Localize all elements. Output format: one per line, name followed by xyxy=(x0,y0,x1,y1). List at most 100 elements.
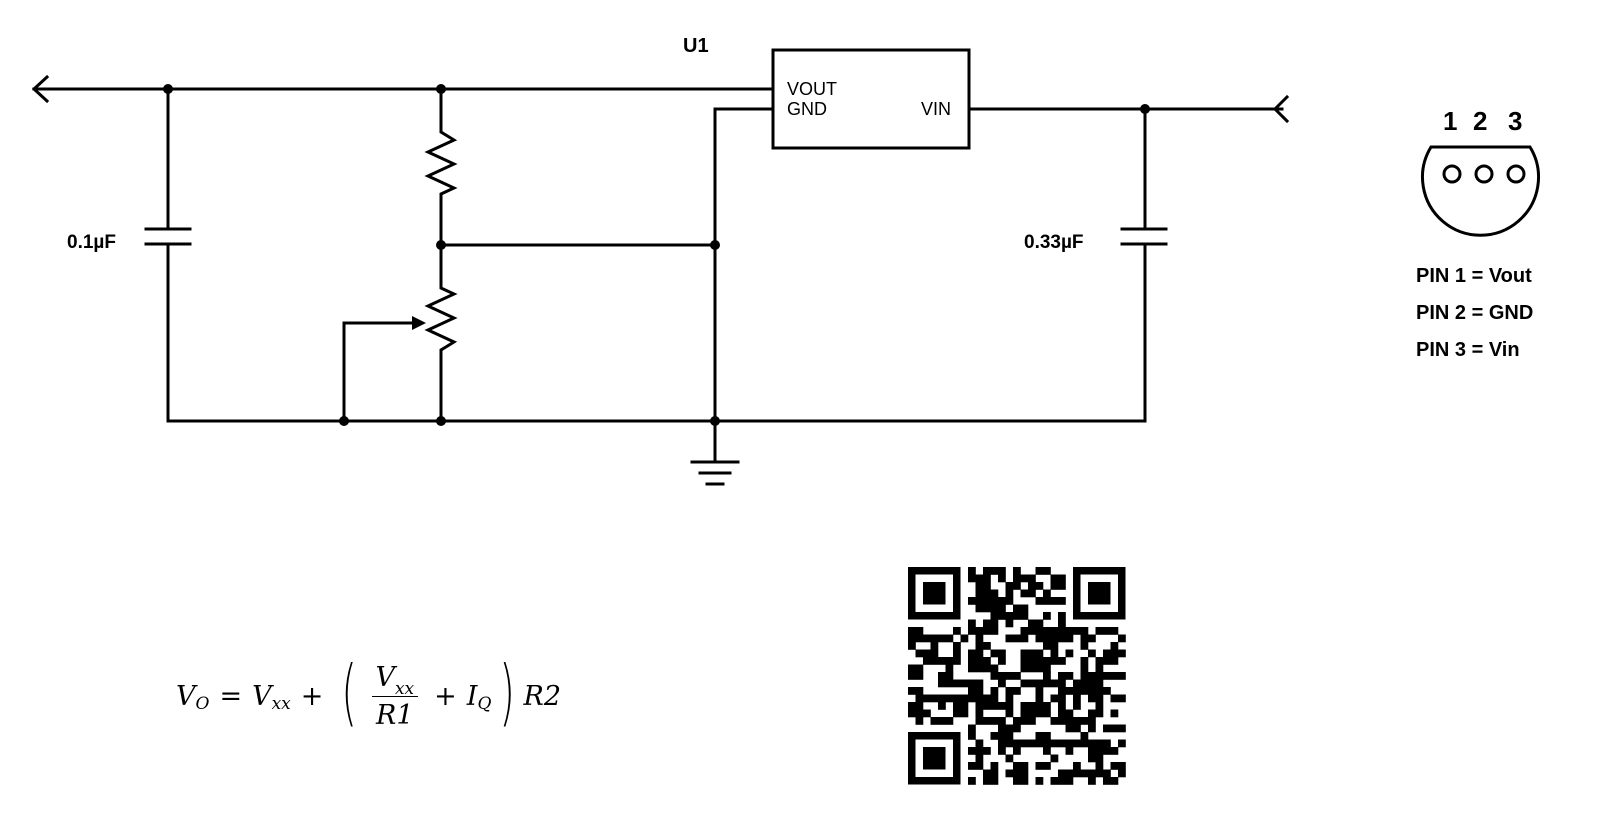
qr-module xyxy=(998,732,1006,740)
qr-module xyxy=(990,717,999,725)
qr-module xyxy=(975,657,984,665)
qr-module xyxy=(1080,672,1089,680)
qr-module xyxy=(1073,769,1081,778)
qr-module xyxy=(1065,747,1074,755)
qr-module xyxy=(998,567,1006,575)
qr-module xyxy=(1028,664,1036,673)
qr-module xyxy=(945,694,954,703)
qr-module xyxy=(1013,769,1021,778)
qr-module xyxy=(1095,627,1104,635)
qr-module xyxy=(1103,687,1111,695)
qr-module xyxy=(990,649,999,658)
qr-module xyxy=(1035,732,1044,740)
qr-module xyxy=(953,657,961,665)
qr-module xyxy=(1080,717,1089,725)
formula-lhs: V xyxy=(176,680,196,712)
qr-module xyxy=(983,619,991,628)
package-pin-2 xyxy=(1474,164,1494,184)
qr-module xyxy=(968,747,976,755)
qr-module xyxy=(990,619,999,628)
qr-module xyxy=(998,604,1006,613)
qr-module xyxy=(1020,589,1029,598)
qr-module xyxy=(1050,574,1059,583)
qr-module xyxy=(915,709,924,718)
qr-module xyxy=(1028,574,1036,583)
qr-module xyxy=(1013,567,1021,575)
qr-module xyxy=(1050,754,1059,763)
qr-module xyxy=(1043,634,1051,643)
qr-module xyxy=(975,582,984,590)
qr-module xyxy=(1005,597,1014,605)
qr-module xyxy=(915,627,924,635)
qr-module xyxy=(983,604,991,613)
formula-lhs-sub: O xyxy=(195,694,210,714)
qr-module xyxy=(1073,694,1081,703)
qr-module xyxy=(938,634,946,643)
qr-module xyxy=(975,762,984,770)
qr-module xyxy=(1013,634,1021,643)
qr-module xyxy=(1020,679,1029,688)
pin-map-list: PIN 1 = Vout PIN 2 = GND PIN 3 = Vin xyxy=(1416,258,1533,369)
qr-module xyxy=(1088,777,1096,785)
qr-module xyxy=(1050,597,1059,605)
qr-module xyxy=(1095,672,1104,680)
qr-module xyxy=(1103,747,1111,755)
qr-module xyxy=(983,664,991,673)
package-pin-number-2: 2 xyxy=(1473,106,1487,136)
qr-module xyxy=(1035,777,1044,785)
qr-module xyxy=(998,574,1006,583)
qr-module xyxy=(953,702,961,710)
qr-module xyxy=(1050,717,1059,725)
pin-map-item-3: PIN 3 = Vin xyxy=(1416,339,1520,361)
qr-module xyxy=(1035,627,1044,635)
qr-module xyxy=(930,694,939,703)
qr-module xyxy=(990,732,999,740)
qr-module xyxy=(983,769,991,778)
qr-module xyxy=(1013,739,1021,748)
qr-module xyxy=(1065,634,1074,643)
qr-module xyxy=(975,694,984,703)
qr-module xyxy=(960,634,969,643)
qr-module xyxy=(1043,597,1051,605)
qr-module xyxy=(1043,657,1051,665)
qr-module xyxy=(1118,762,1126,770)
qr-module xyxy=(908,709,916,718)
qr-module xyxy=(990,777,999,785)
qr-module xyxy=(1073,724,1081,733)
qr-module xyxy=(915,694,924,703)
qr-module xyxy=(953,642,961,650)
qr-module xyxy=(1080,687,1089,695)
qr-module xyxy=(1013,604,1021,613)
qr-module xyxy=(1020,702,1029,710)
qr-module xyxy=(1043,732,1051,740)
qr-module xyxy=(990,672,999,680)
regulator-u1-box xyxy=(771,48,971,150)
qr-module xyxy=(968,649,976,658)
qr-module xyxy=(1058,582,1066,590)
qr-module xyxy=(998,724,1006,733)
qr-module xyxy=(1028,702,1036,710)
potentiometer-r2 xyxy=(424,243,458,423)
formula-iq: I xyxy=(466,680,478,712)
qr-module xyxy=(1088,709,1096,718)
qr-module xyxy=(1080,732,1089,740)
qr-module xyxy=(1058,672,1066,680)
formula-fraction: Vxx R1 xyxy=(371,662,418,731)
formula-plus-2: + xyxy=(434,680,457,712)
qr-module xyxy=(1065,739,1074,748)
qr-module xyxy=(938,702,946,710)
pot-wiper-arrow-icon xyxy=(412,316,426,330)
qr-module xyxy=(1095,657,1104,665)
formula-denominator: R1 xyxy=(372,695,418,731)
qr-module xyxy=(975,702,984,710)
qr-module xyxy=(1073,679,1081,688)
qr-module xyxy=(1050,739,1059,748)
formula-equals: = xyxy=(219,680,243,712)
qr-module xyxy=(938,694,946,703)
qr-module xyxy=(1035,582,1044,590)
output-cap-value: 0.1µF xyxy=(67,232,116,253)
qr-module xyxy=(1088,679,1096,688)
qr-module xyxy=(975,739,984,748)
qr-module xyxy=(1020,777,1029,785)
